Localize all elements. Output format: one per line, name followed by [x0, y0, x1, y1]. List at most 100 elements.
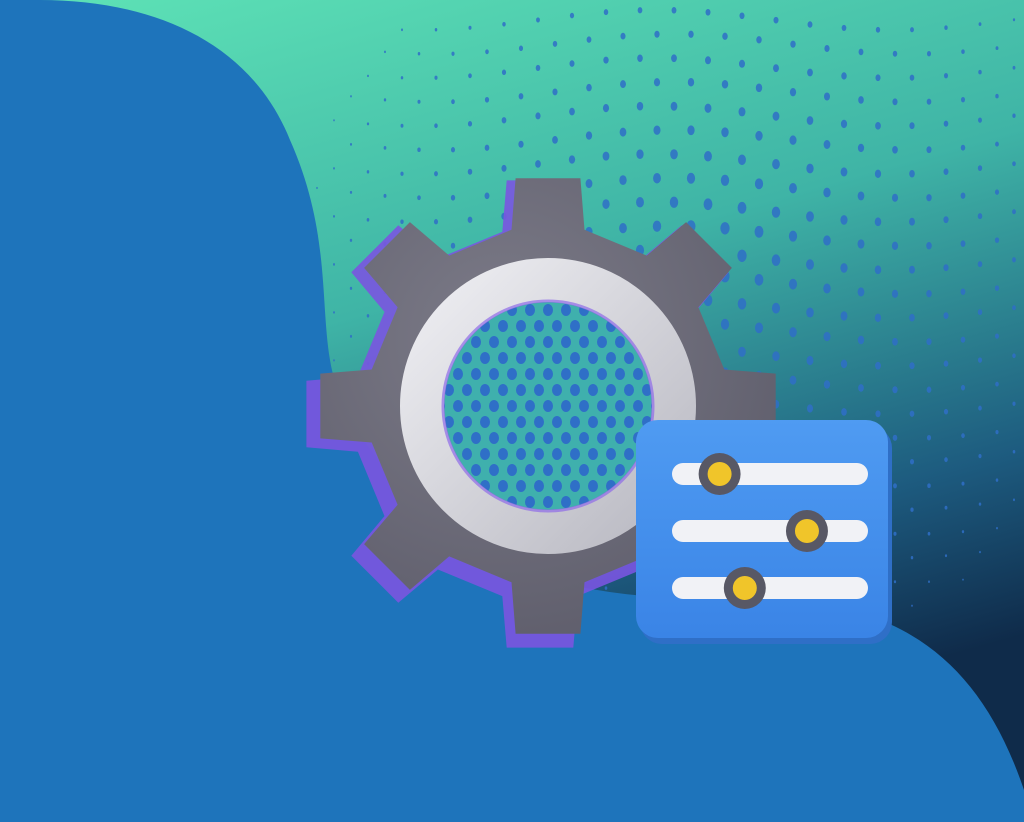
halftone-dot: [943, 408, 949, 415]
halftone-dot: [771, 206, 781, 218]
halftone-dot: [604, 586, 608, 590]
halftone-dot: [606, 352, 616, 364]
halftone-dot: [451, 99, 455, 105]
halftone-dot: [739, 12, 745, 20]
halftone-dot: [771, 302, 781, 314]
halftone-dot: [891, 193, 899, 202]
halftone-dot: [910, 507, 914, 512]
halftone-dot: [738, 107, 746, 117]
halftone-dot: [543, 304, 553, 316]
halftone-dot: [874, 217, 882, 227]
halftone-dot: [484, 96, 490, 103]
halftone-dot: [943, 216, 949, 224]
halftone-dot: [909, 313, 915, 322]
halftone-dot: [367, 74, 369, 78]
halftone-dot: [858, 96, 864, 104]
halftone-dot: [1012, 257, 1016, 263]
halftone-dot: [516, 352, 526, 364]
halftone-dot: [653, 78, 661, 87]
halftone-dot: [552, 320, 562, 332]
halftone-dot: [772, 159, 780, 170]
halftone-dot: [561, 400, 571, 412]
halftone-dot: [417, 99, 421, 104]
halftone-dot: [722, 32, 728, 40]
halftone-dot: [789, 327, 797, 338]
halftone-dot: [615, 464, 625, 476]
halftone-dot: [444, 384, 454, 396]
halftone-dot: [857, 239, 865, 249]
halftone-dot: [874, 169, 882, 178]
halftone-dot: [498, 448, 508, 460]
halftone-dot: [737, 249, 747, 262]
halftone-dot: [823, 380, 831, 389]
halftone-dot: [603, 56, 609, 64]
halftone-dot: [1012, 450, 1016, 454]
halftone-dot: [570, 416, 580, 428]
halftone-dot: [349, 190, 353, 194]
halftone-dot: [910, 556, 914, 560]
halftone-dot: [1012, 18, 1016, 22]
halftone-dot: [561, 496, 571, 508]
halftone-dot: [501, 69, 507, 76]
halftone-dot: [525, 496, 535, 508]
halftone-dot: [960, 240, 966, 247]
halftone-dot: [552, 480, 562, 492]
halftone-dot: [349, 286, 353, 290]
halftone-dot: [570, 320, 580, 332]
halftone-dot: [755, 83, 763, 93]
halftone-dot: [773, 16, 779, 24]
halftone-dot: [467, 216, 473, 223]
halftone-dot: [636, 196, 644, 208]
halftone-dot: [687, 125, 695, 136]
halftone-dot: [960, 144, 966, 151]
halftone-dot: [467, 168, 473, 175]
halftone-dot: [450, 194, 456, 201]
halftone-dot: [561, 336, 571, 348]
halftone-dot: [561, 432, 571, 444]
halftone-dot: [979, 550, 981, 554]
halftone-dot: [518, 93, 524, 100]
slider-3-knob-center: [732, 576, 757, 600]
halftone-dot: [568, 155, 576, 164]
halftone-dot: [909, 74, 915, 81]
halftone-dot: [333, 119, 335, 122]
halftone-dot: [502, 21, 506, 27]
slider-2-track: [672, 520, 868, 542]
halftone-dot: [333, 167, 335, 170]
halftone-dot: [806, 211, 814, 222]
halftone-dot: [995, 141, 999, 147]
halftone-dot: [642, 384, 652, 396]
halftone-dot: [943, 120, 949, 127]
halftone-dot: [570, 448, 580, 460]
halftone-dot: [561, 464, 571, 476]
halftone-dot: [516, 384, 526, 396]
halftone-dot: [943, 264, 949, 272]
halftone-dot: [840, 359, 848, 369]
halftone-dot: [525, 336, 535, 348]
halftone-dot: [543, 368, 553, 380]
halftone-dot: [597, 464, 607, 476]
halftone-dot: [653, 125, 661, 135]
halftone-dot: [636, 149, 644, 160]
halftone-dot: [468, 25, 472, 30]
halftone-dot: [624, 352, 634, 364]
halftone-dot: [489, 400, 499, 412]
halftone-dot: [366, 122, 370, 126]
halftone-dot: [333, 311, 335, 314]
halftone-dot: [637, 54, 643, 62]
halftone-dot: [789, 87, 797, 97]
halftone-dot: [705, 56, 711, 65]
halftone-dot: [840, 167, 848, 177]
halftone-dot: [588, 320, 598, 332]
halftone-dot: [960, 384, 966, 391]
halftone-dot: [926, 338, 932, 346]
halftone-dot: [624, 416, 634, 428]
halftone-dot: [552, 136, 558, 144]
gear-hole-pattern: [444, 302, 652, 510]
halftone-dot: [909, 362, 915, 370]
halftone-dot: [480, 448, 490, 460]
halftone-dot: [498, 352, 508, 364]
halftone-dot: [857, 143, 865, 153]
halftone-dot: [977, 309, 983, 316]
halftone-dot: [788, 230, 798, 242]
